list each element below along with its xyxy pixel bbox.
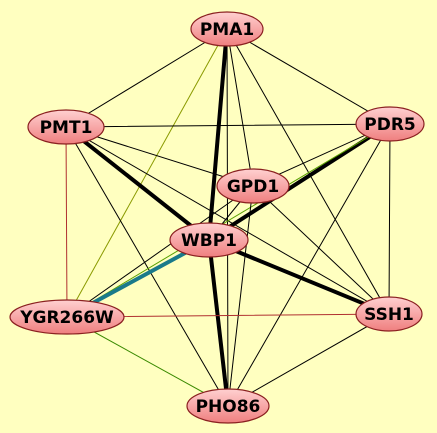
node-pma1[interactable]: PMA1 (190, 11, 264, 47)
node-shape (186, 388, 270, 424)
node-shape (190, 11, 264, 47)
edge-pdr5-ygr266w (66, 123, 391, 318)
node-label: GPD1 (227, 177, 279, 197)
node-label: SSH1 (364, 305, 414, 325)
edge-gpd1-pho86 (227, 185, 254, 407)
edge-gpd1-ssh1 (252, 185, 390, 315)
node-shape (216, 168, 290, 204)
node-shape (355, 106, 425, 142)
edge-pmt1-ssh1 (65, 126, 390, 315)
node-label: PDR5 (364, 115, 416, 135)
edge-wbp1-ssh1 (207, 238, 391, 316)
node-label: PMA1 (200, 20, 254, 40)
edge-pma1-wbp1 (207, 27, 229, 242)
node-label: PHO86 (196, 397, 261, 417)
edge-pmt1-wbp1 (64, 125, 211, 242)
node-ssh1[interactable]: SSH1 (355, 296, 423, 332)
node-label: WBP1 (181, 231, 237, 251)
edge-wbp1-pho86 (207, 238, 230, 408)
edge-pmt1-ygr266w (65, 126, 68, 318)
edge-gpd1-ygr266w (66, 185, 254, 318)
edge-pmt1-pdr5 (65, 123, 391, 128)
edge-ssh1-pho86 (227, 313, 390, 407)
node-ygr266w[interactable]: YGR266W (9, 299, 125, 335)
node-pho86[interactable]: PHO86 (186, 388, 270, 424)
edge-pdr5-wbp1 (207, 122, 392, 242)
node-label: PMT1 (40, 118, 93, 138)
edge-pma1-pmt1 (65, 28, 228, 128)
node-label: YGR266W (19, 308, 114, 328)
node-pdr5[interactable]: PDR5 (355, 106, 425, 142)
node-shape (169, 222, 249, 258)
node-pmt1[interactable]: PMT1 (27, 109, 105, 145)
node-gpd1[interactable]: GPD1 (216, 168, 290, 204)
node-shape (9, 299, 125, 335)
edge-pma1-ygr266w (66, 28, 228, 318)
edge-pdr5-pho86 (227, 123, 391, 407)
node-wbp1[interactable]: WBP1 (169, 222, 249, 258)
edge-pdr5-ssh1 (388, 123, 391, 315)
node-shape (355, 296, 423, 332)
edge-pmt1-pho86 (65, 126, 229, 407)
node-shape (27, 109, 105, 145)
edge-pma1-gpd1 (226, 28, 254, 187)
edge-pma1-pdr5 (226, 28, 391, 125)
edge-pma1-ssh1 (226, 28, 390, 315)
